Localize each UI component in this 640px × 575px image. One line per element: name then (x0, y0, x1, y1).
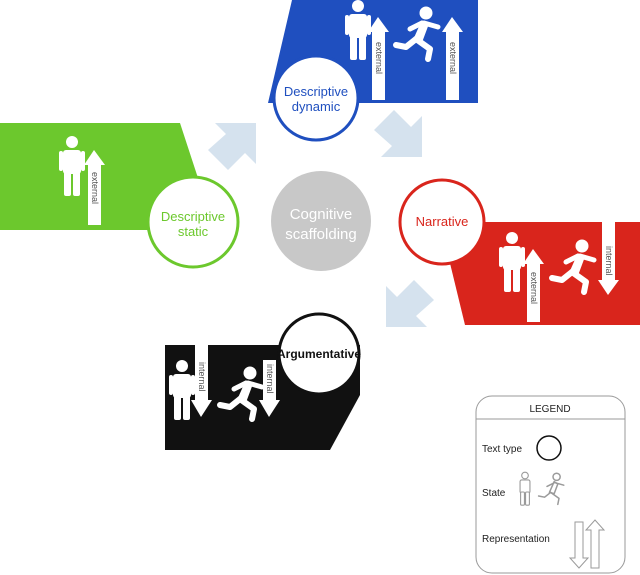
standing-person-icon (519, 471, 531, 506)
flow-arrows (208, 110, 434, 327)
flow-arrow-narrative-to-argumentative (386, 280, 434, 327)
internal-label: internal (604, 246, 614, 276)
internal-label: internal (197, 362, 207, 392)
external-label: external (448, 42, 458, 74)
flow-arrow-dynamic-to-narrative (374, 110, 422, 157)
up-arrow-icon (584, 519, 606, 569)
up-arrow-icon (523, 249, 544, 322)
argumentative-node: Argumentative (277, 312, 361, 396)
legend-representation-label: Representation (482, 534, 550, 545)
cognitive-scaffolding-node: Cognitive scaffolding (271, 171, 371, 271)
flow-arrow-static-to-dynamic (208, 123, 256, 170)
down-arrow-icon (598, 222, 619, 295)
narrative-panel: external internal (440, 222, 640, 325)
descriptive-static-node: Descriptive static (146, 175, 240, 269)
center-label-line1: Cognitive (290, 206, 353, 223)
narrative-label: Narrative (416, 214, 469, 229)
descriptive-dynamic-node: Descriptive dynamic (272, 54, 360, 142)
circle-icon (536, 435, 562, 461)
descriptive-dynamic-line2: dynamic (292, 99, 341, 114)
up-arrow-icon (442, 17, 463, 100)
descriptive-dynamic-line1: Descriptive (284, 84, 348, 99)
legend: LEGEND Text type State Representation (475, 395, 626, 574)
internal-label: internal (265, 364, 275, 394)
external-label: external (374, 42, 384, 74)
up-arrow-icon (368, 17, 389, 100)
external-label: external (90, 172, 100, 204)
center-label-line2: scaffolding (285, 226, 356, 243)
descriptive-static-line2: static (178, 224, 209, 239)
argumentative-label: Argumentative (277, 347, 361, 361)
down-arrow-icon (259, 360, 280, 417)
down-arrow-icon (191, 345, 212, 417)
down-arrow-icon (568, 521, 590, 569)
up-arrow-icon (84, 150, 105, 225)
legend-text-type-label: Text type (482, 444, 522, 455)
external-label: external (529, 272, 539, 304)
running-person-icon (537, 472, 565, 506)
legend-title: LEGEND (529, 404, 570, 415)
narrative-node: Narrative (398, 178, 486, 266)
legend-state-label: State (482, 488, 506, 499)
descriptive-static-line1: Descriptive (161, 209, 225, 224)
